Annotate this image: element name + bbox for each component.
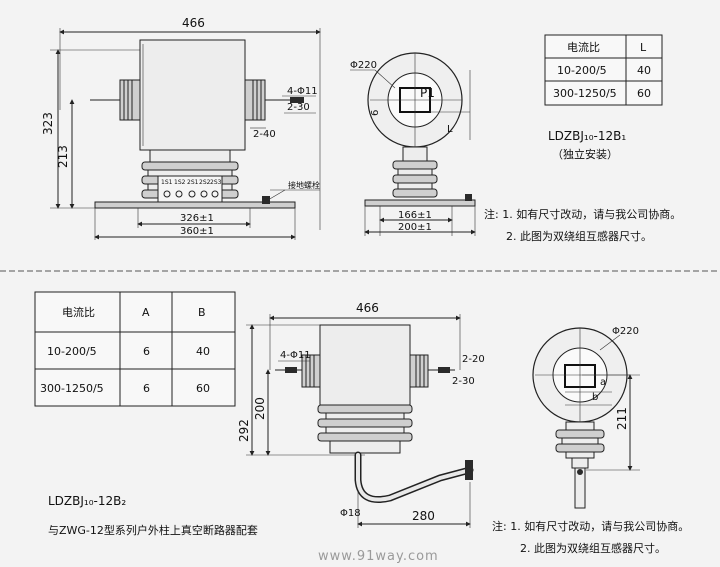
mounting-bracket [354, 451, 474, 503]
phi18: Φ18 [340, 508, 361, 519]
dim-466-bottom: 466 [356, 301, 379, 315]
bottom-table-cell: 60 [196, 382, 210, 395]
bottom-table-cell: 40 [196, 345, 210, 358]
bottom-front-view: Φ220 a b 211 [532, 326, 640, 509]
top-table-cell: 10-200/5 [557, 64, 607, 77]
bottom-note-2: 2. 此图为双绕组互感器尺寸。 [520, 541, 666, 555]
phi220-top: Φ220 [350, 60, 377, 71]
ground-bolt-label: 接地螺栓 [288, 180, 320, 190]
top-terminal-box [157, 175, 223, 203]
bottom-transformer-body [319, 324, 411, 406]
dim-326: 326±1 [180, 213, 214, 224]
top-side-view: 466 323 213 4-Φ11 2-30 2-40 [41, 16, 321, 240]
top-model-note: （独立安装） [552, 147, 618, 161]
dim-292-height: 292 [237, 419, 251, 442]
bottom-side-view: 466 4-Φ11 2-20 2-30 200 292 [237, 301, 485, 528]
dim-2-30-top: 2-30 [287, 102, 310, 113]
top-note-1: 注: 1. 如有尺寸改动，请与我公司协商。 [484, 207, 681, 221]
dim-211: 211 [615, 407, 629, 430]
dim-200-height: 200 [253, 397, 267, 420]
bottom-caption: 与ZWG-12型系列户外柱上真空断路器配套 [48, 523, 258, 537]
top-left-terminal [119, 79, 141, 121]
dim-200: 200±1 [398, 222, 432, 233]
bottom-table-cell: 300-1250/5 [40, 382, 104, 395]
dim-a: a [600, 377, 606, 388]
top-table-header-ratio: 电流比 [567, 40, 600, 54]
dim-213: 213 [56, 145, 70, 168]
p1-label: P1 [420, 86, 435, 100]
bottom-table-cell: 6 [143, 345, 150, 358]
terminal-1s1: 1S1 [161, 179, 173, 186]
watermark-text: www.91way.com [318, 549, 439, 564]
dim-L-top: L [447, 124, 453, 135]
bottom-table-cell: 10-200/5 [47, 345, 97, 358]
terminal-2s1: 2S1 [187, 179, 199, 186]
top-table-cell: 300-1250/5 [553, 87, 617, 100]
top-table-cell: 40 [637, 64, 651, 77]
dim-b: b [592, 392, 598, 403]
top-base-plate [94, 201, 296, 209]
dim-323: 323 [41, 112, 55, 135]
top-ratio-table: 电流比 L 10-200/5 40 300-1250/5 60 [544, 34, 663, 106]
dim-2-40-top: 2-40 [253, 129, 276, 140]
dim-2-20: 2-20 [462, 354, 485, 365]
top-transformer-body [139, 39, 246, 151]
bottom-table-header-ratio: 电流比 [62, 305, 95, 319]
dim-280: 280 [412, 509, 435, 523]
dim-2-30-bottom: 2-30 [452, 376, 475, 387]
dim-166: 166±1 [398, 210, 432, 221]
top-right-terminal [244, 79, 266, 121]
dim-360: 360±1 [180, 226, 214, 237]
bottom-table-cell: 6 [143, 382, 150, 395]
hole-label-bottom: 4-Φ11 [280, 350, 311, 361]
terminal-1s2: 1S2 [174, 179, 186, 186]
terminal-2s2: 2S2 [199, 179, 211, 186]
dim-6-top: 6 [370, 110, 381, 116]
phi220-bottom: Φ220 [612, 326, 639, 337]
bottom-table-header-B: B [198, 306, 206, 319]
bottom-table-header-A: A [142, 306, 150, 319]
top-model-name: LDZBJ₁₀-12B₁ [548, 129, 626, 143]
top-front-view: Φ220 P1 6 L 166±1 200±1 [350, 52, 476, 236]
bottom-model-name: LDZBJ₁₀-12B₂ [48, 494, 126, 508]
terminal-2s3: 2S3 [210, 179, 222, 186]
top-table-header-L: L [640, 41, 647, 54]
bottom-note-1: 注: 1. 如有尺寸改动，请与我公司协商。 [492, 519, 689, 533]
top-table-cell: 60 [637, 87, 651, 100]
bottom-ratio-table: 电流比 A B 10-200/5 6 40 300-1250/5 6 60 [34, 291, 236, 407]
dim-466-top: 466 [182, 16, 205, 30]
top-note-2: 2. 此图为双绕组互感器尺寸。 [506, 229, 652, 243]
hole-label-top: 4-Φ11 [287, 86, 318, 97]
